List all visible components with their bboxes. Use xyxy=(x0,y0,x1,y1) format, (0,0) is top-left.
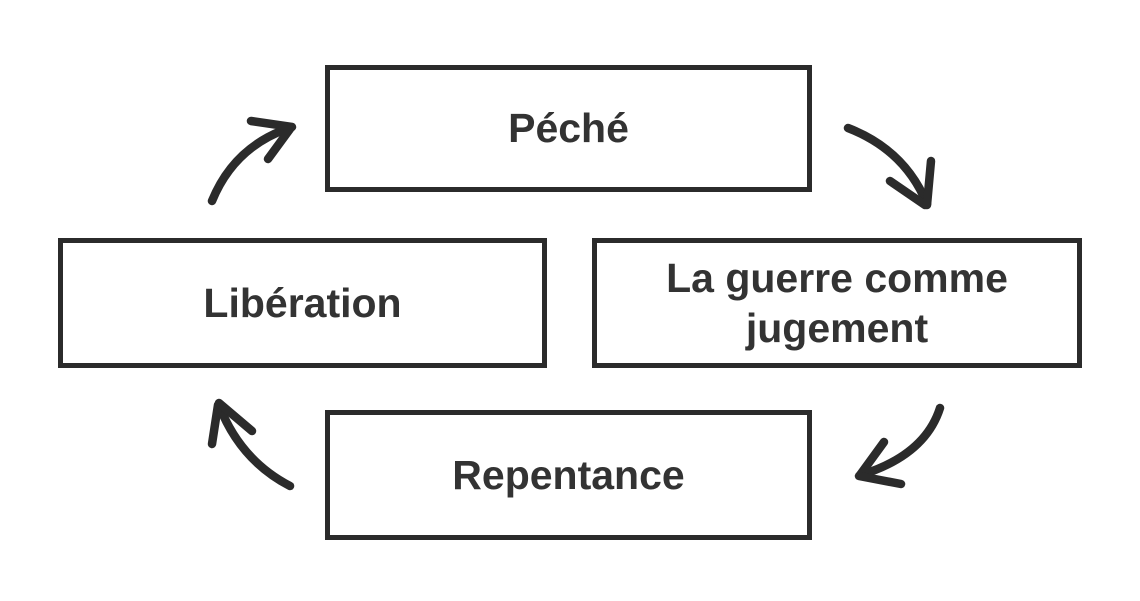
arrowhead-barb xyxy=(885,176,930,210)
node-liberation: Libération xyxy=(58,238,547,368)
arrowhead-barb xyxy=(246,116,297,132)
node-liberation-label: Libération xyxy=(203,279,402,326)
node-guerre-jugement: La guerre comme jugement xyxy=(592,238,1082,368)
node-repentance-label: Repentance xyxy=(452,451,685,498)
arrow-liberation-to-peche xyxy=(207,116,297,206)
arrow-repentance-to-liberation xyxy=(207,398,295,491)
arrowhead-barb xyxy=(263,124,295,164)
arrow-curve xyxy=(843,123,932,209)
node-repentance: Repentance xyxy=(325,410,812,540)
arrowhead-barb xyxy=(214,398,257,436)
node-peche-label: Péché xyxy=(508,105,629,152)
node-guerre-jugement-label: La guerre comme jugement xyxy=(666,254,1008,351)
arrowhead-barb xyxy=(855,437,889,480)
arrow-guerre-to-repentance xyxy=(854,403,945,489)
node-peche: Péché xyxy=(325,65,812,192)
arrowhead-barb xyxy=(922,156,936,210)
arrow-peche-to-guerre xyxy=(843,123,936,210)
arrow-curve xyxy=(214,400,295,491)
arrowhead-barb xyxy=(207,400,223,449)
arrow-curve xyxy=(207,123,294,206)
arrowhead-barb xyxy=(854,471,906,489)
arrow-curve xyxy=(856,403,945,480)
